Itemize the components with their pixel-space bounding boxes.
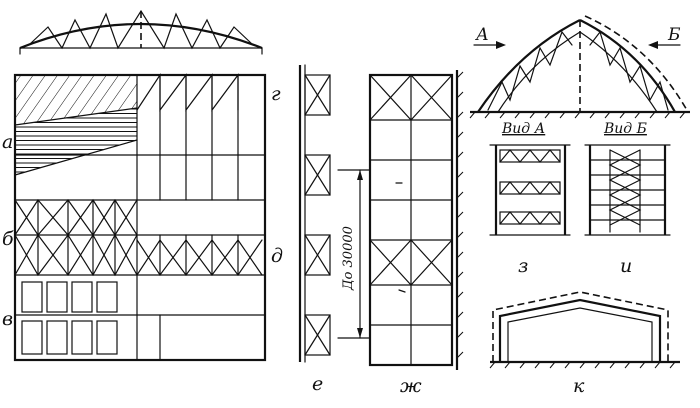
view-b-frame <box>584 144 671 236</box>
zone-b-bracing <box>14 198 138 277</box>
label-v: в <box>2 308 13 330</box>
dimension-line <box>337 169 371 339</box>
label-zh: ж <box>400 375 422 397</box>
frame-k <box>489 291 680 369</box>
zone-v-windows <box>21 281 118 355</box>
arch-section <box>469 15 690 119</box>
label-b: б <box>2 228 14 250</box>
label-g: г <box>271 83 281 105</box>
frame-zh <box>368 70 464 370</box>
roof-truss-top <box>19 9 263 55</box>
label-z: з <box>518 255 528 277</box>
frame-e <box>298 64 331 363</box>
label-e: е <box>312 373 323 395</box>
arrow-label-a: А <box>475 25 489 45</box>
label-d: д <box>271 245 283 267</box>
view-a-frame <box>489 144 571 236</box>
label-k: к <box>573 375 585 397</box>
label-i: и <box>620 255 632 277</box>
label-a: а <box>2 131 13 153</box>
view-b-title: Вид Б <box>603 121 647 137</box>
view-a-title: Вид А <box>501 121 545 137</box>
dimension-text: До 30000 <box>341 226 356 291</box>
wall-panel <box>13 72 267 362</box>
arrow-label-b: Б <box>667 25 681 45</box>
